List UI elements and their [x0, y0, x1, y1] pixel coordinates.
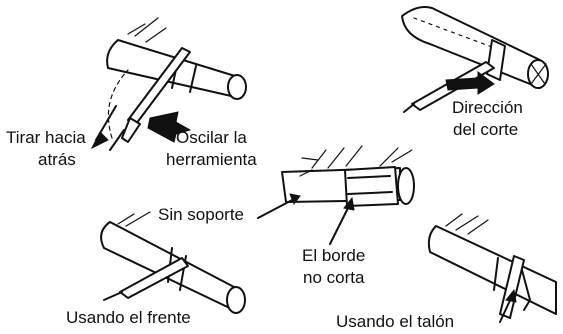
edge-not-cutting-label-line1: El borde [302, 246, 366, 265]
using-heel-label: Usando el talón [336, 312, 455, 331]
oscillate-arrow [147, 111, 192, 143]
workpiece-end [227, 74, 247, 100]
center-illustration [257, 145, 415, 245]
pull-back-label-line2: atrás [38, 150, 76, 169]
oscillate-label-line2: herramienta [166, 150, 257, 169]
cut-direction-arrow [445, 71, 495, 95]
edge-pointer [329, 203, 351, 245]
edge-not-cutting-label-line2: no corta [303, 268, 365, 287]
oscillate-label-line1: Oscilar la [176, 128, 247, 147]
cut-direction-label-line1: Dirección [452, 98, 523, 117]
chisel-tool-bl [119, 257, 189, 299]
chisel-tool-br [499, 255, 525, 319]
using-front-illustration [100, 211, 246, 314]
no-support-label: Sin soporte [158, 205, 244, 224]
cut-direction-illustration [401, 6, 549, 113]
cut-direction-label-line2: del corte [453, 120, 519, 139]
no-support-pointer [257, 197, 297, 219]
using-front-label: Usando el frente [66, 308, 191, 327]
pull-back-label-line1: Tirar hacia [6, 128, 86, 147]
using-heel-illustration [427, 213, 557, 323]
pull-back-illustration [90, 17, 247, 151]
workpiece-cylinder-br [427, 225, 557, 315]
